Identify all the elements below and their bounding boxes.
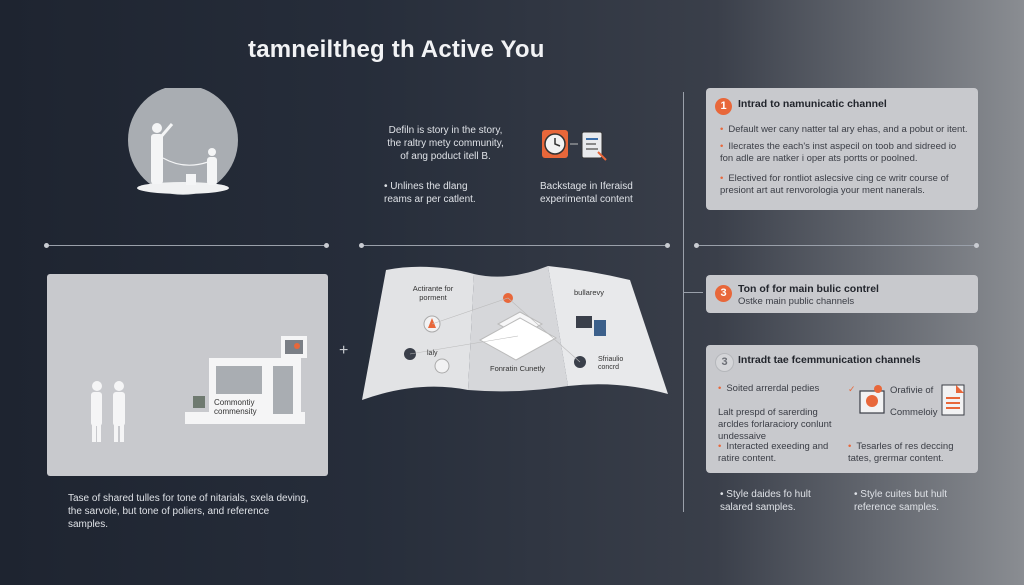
bullet-dot: • [384,181,391,192]
card-line: ✓ [848,383,862,396]
card-line: Lalt prespd of sarerding arcldes forlara… [718,407,838,443]
bottom-caption: Tase of shared tulles for tone of nitari… [68,493,309,530]
clock-icon [542,130,568,158]
card-line-text: Interacted exeeding and ratire content. [718,441,829,464]
style-guide-note-text: Style daides fo hult salared samples. [720,489,811,513]
divider-dot [694,243,699,248]
screen-label: Commontiy commensity [214,398,257,416]
card-line: •Tesarles of res deccing tates, grermar … [848,441,972,465]
bullet-dot: • [720,489,727,500]
divider-dot [665,243,670,248]
card-line: •Electived for rontliot aslecsive cing c… [720,173,968,197]
card-title: Intrad to namunicatic channel [738,98,887,110]
card-line: • Soited arrerdal pedies [718,383,838,395]
story-bullet-text: Unlines the dlang reams ar per catlent. [384,181,476,205]
community-panel: Commontiy commensity [47,274,328,476]
plus-icon: + [339,342,349,359]
divider-right [696,245,978,246]
chevron-right-icon: ✓ [848,384,856,394]
bullet-icon: • [718,441,722,452]
card-line-text: Electived for rontliot aslecsive cing ce… [720,173,949,196]
map-panel3-title: bullarevy [574,288,605,297]
card-subtitle: Ostke main public channels [738,296,855,307]
card-item-title: Orafivie of [890,385,934,396]
map-panel1-title: Actirante for porment [412,284,454,302]
card-item-title: Commeloiy [890,407,938,418]
backstage-label: Backstage in Iferaisd experimental conte… [540,181,633,205]
card-title: Ton of for main bulic contrel [738,283,879,295]
person-icon [113,381,125,442]
card-line-text: Lalt prespd of sarerding arcldes forlara… [718,407,832,442]
document-icon [581,131,607,161]
divider-left [46,245,328,246]
bullet-icon: • [720,141,724,152]
card-communication-channels: 3 Intradt tae fcemmunication channels • S… [706,345,978,473]
card-communication-channel: 1 Intrad to namunicatic channel • Default… [706,88,978,210]
divider-dot [974,243,979,248]
community-circle-icon [128,85,238,195]
divider-middle [362,245,668,246]
step-badge: 3 [715,353,734,372]
card-line-text: Default wer cany natter tal ary ehas, an… [728,124,968,135]
card-line-text: Tesarles of res deccing tates, grermar c… [848,441,954,464]
style-guide-note: • Style daides fo hult salared samples. [720,488,840,514]
bullet-icon: • [720,173,724,184]
card-line: •Ilecrates the each's inst aspecil on to… [720,141,968,165]
card-line-text: Soited arrerdal pedies [726,383,820,394]
document-icon [941,384,965,416]
reference-note: • Style cuites but hult reference sample… [854,488,974,514]
people-illustration [124,85,242,196]
story-bullet: • Unlines the dlang reams ar per catlent… [384,180,494,206]
divider-dot [324,243,329,248]
bullet-dot: • [854,489,861,500]
community-screen-illustration [91,336,307,442]
card-line: • Default wer cany natter tal ary ehas, a… [720,124,968,136]
step-badge: 1 [715,98,732,115]
connector-card-2 [683,292,703,293]
calendar-document-icons [858,381,970,421]
step-badge: 3 [715,285,732,302]
bullet-icon: • [718,383,722,394]
map-panel3-sub: Sfriaulio concrd [598,356,624,371]
reference-note-text: Style cuites but hult reference samples. [854,489,947,513]
bullet-icon: • [720,124,724,135]
story-paragraph: Defiln is story in the story, the raltry… [387,125,504,162]
divider-dot [44,243,49,248]
clock-document-icons [540,128,610,164]
page-title: tamneiltheg th Active You [248,36,545,63]
bullet-icon: • [848,441,852,452]
calendar-icon [859,385,885,414]
layers-icon [478,311,558,361]
folded-map: Actirante for porment laly Fonratin Cune… [358,262,670,402]
card-line-text: Ilecrates the each's inst aspecil on too… [720,141,957,164]
card-public-channels: 3 Ton of for main bulic contrel Ostke ma… [706,275,978,313]
timeline-vertical [683,92,684,512]
card-title: Intradt tae fcemmunication channels [738,354,921,366]
map-center-label: Fonratin Cunetly [490,364,546,373]
map-panel1-small: laly [427,350,438,357]
folded-map-illustration [362,266,668,400]
person-icon [91,381,102,442]
divider-dot [359,243,364,248]
card-line: •Interacted exeeding and ratire content. [718,441,838,465]
